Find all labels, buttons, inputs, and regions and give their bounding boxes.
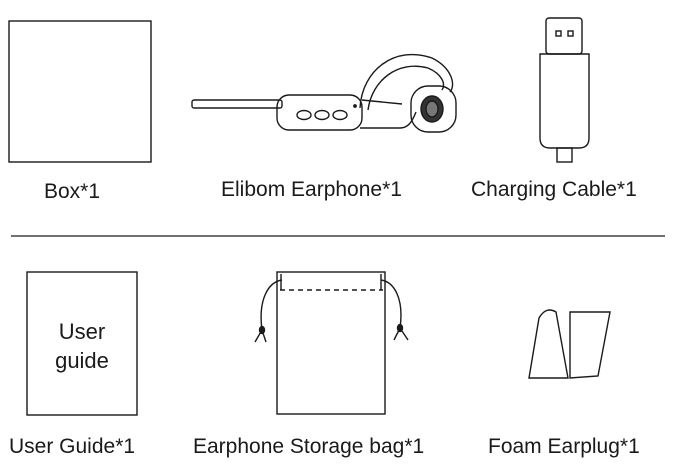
user-guide-cover-title: User guide: [27, 318, 137, 375]
user-guide-booklet-icon: [26, 271, 138, 416]
storage-bag-label: Earphone Storage bag*1: [193, 435, 425, 458]
foam-earplug-icon: [528, 309, 611, 379]
earphone-icon: [191, 53, 457, 133]
box-label: Box*1: [44, 180, 101, 203]
user-guide-cover-line-1: User: [58, 319, 106, 344]
storage-bag-icon: [254, 271, 409, 415]
user-guide-cover-line-2: guide: [55, 347, 109, 373]
user-guide-label: User Guide*1: [9, 435, 136, 458]
charging-cable-label: Charging Cable*1: [471, 178, 637, 201]
foam-earplug-label: Foam Earplug*1: [488, 435, 640, 458]
earphone-label: Elibom Earphone*1: [221, 178, 402, 201]
charging-cable-icon: [539, 17, 590, 163]
box-icon: [8, 20, 152, 163]
